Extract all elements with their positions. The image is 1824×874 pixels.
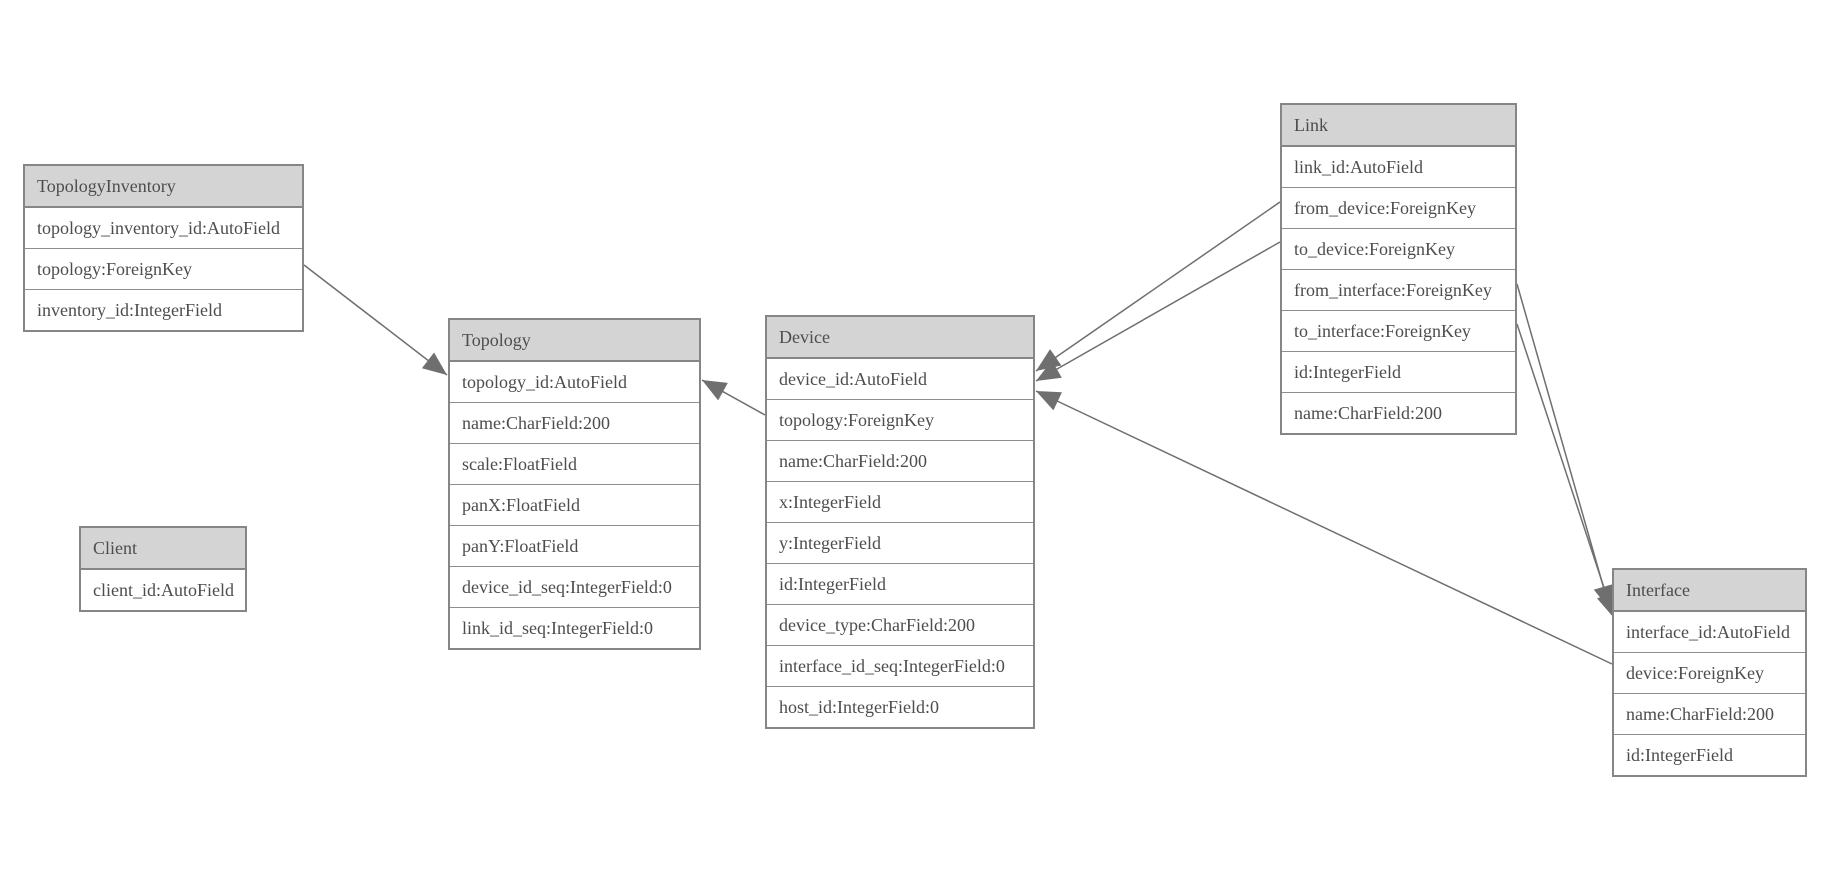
entity-field: interface_id_seq:IntegerField:0 (767, 645, 1033, 686)
entity-field: id:IntegerField (1614, 734, 1805, 775)
entity-title: TopologyInventory (25, 166, 302, 208)
entity-field: link_id:AutoField (1294, 157, 1424, 177)
entity-topologyinventory: TopologyInventory topology_inventory_id:A… (23, 164, 304, 332)
entity-field: device_id:AutoField (779, 369, 927, 389)
entity-field: name:CharField:200 (767, 440, 1033, 481)
entity-field: panX:FloatField (450, 484, 699, 525)
entity-title: Link (1282, 105, 1515, 147)
entity-title: Device (767, 317, 1033, 359)
entity-field: device_type:CharField:200 (767, 604, 1033, 645)
entity-field: topology:ForeignKey (25, 248, 302, 289)
entity-field: host_id:IntegerField:0 (767, 686, 1033, 727)
entity-field: to_device:ForeignKey (1282, 228, 1515, 269)
relation-line (1035, 201, 1281, 372)
entity-field: from_interface:ForeignKey (1282, 269, 1515, 310)
entity-field: name:CharField:200 (450, 402, 699, 443)
relation-line (303, 264, 448, 376)
entity-field: topology_inventory_id:AutoField (37, 218, 280, 238)
relation-line (1035, 241, 1281, 382)
entity-title: Client (81, 528, 245, 570)
entity-field: id:IntegerField (1282, 351, 1515, 392)
relation-line (1035, 390, 1613, 665)
entity-interface: Interface interface_id:AutoField device:Fo… (1612, 568, 1807, 777)
entity-field: client_id:AutoField (93, 580, 234, 600)
entity-link: Link link_id:AutoField from_device:Foreign… (1280, 103, 1517, 435)
entity-field: device_id_seq:IntegerField:0 (450, 566, 699, 607)
entity-field: y:IntegerField (767, 522, 1033, 563)
entity-client: Client client_id:AutoField (79, 526, 247, 612)
entity-field: to_interface:ForeignKey (1282, 310, 1515, 351)
entity-title: Interface (1614, 570, 1805, 612)
entity-field: link_id_seq:IntegerField:0 (450, 607, 699, 648)
entity-field: name:CharField:200 (1282, 392, 1515, 433)
entity-title: Topology (450, 320, 699, 362)
entity-field: from_device:ForeignKey (1282, 187, 1515, 228)
entity-field: x:IntegerField (767, 481, 1033, 522)
entity-field: device:ForeignKey (1614, 652, 1805, 693)
relation-line (701, 379, 766, 416)
entity-topology: Topology topology_id:AutoField name:CharFi… (448, 318, 701, 650)
entity-field: id:IntegerField (767, 563, 1033, 604)
relation-line (1516, 283, 1614, 611)
entity-device: Device device_id:AutoField topology:Foreig… (765, 315, 1035, 729)
relation-line (1516, 323, 1616, 619)
entity-field: scale:FloatField (450, 443, 699, 484)
entity-field: inventory_id:IntegerField (25, 289, 302, 330)
entity-field: interface_id:AutoField (1626, 622, 1790, 642)
entity-field: name:CharField:200 (1614, 693, 1805, 734)
entity-field: topology_id:AutoField (462, 372, 628, 392)
entity-field: topology:ForeignKey (767, 399, 1033, 440)
entity-field: panY:FloatField (450, 525, 699, 566)
